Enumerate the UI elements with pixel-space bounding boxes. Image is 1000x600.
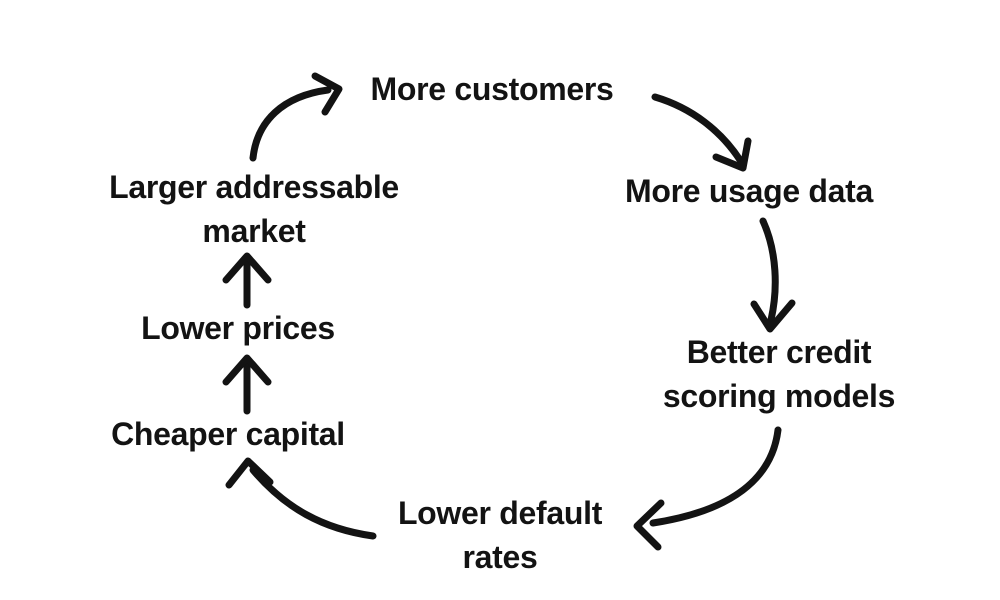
node-label: More customers: [370, 71, 614, 107]
node-lower-prices: Lower prices: [141, 306, 335, 350]
arrow-shaft: [649, 426, 782, 527]
arrow-lower-default-rates-to-cheaper-capital: [225, 457, 377, 540]
node-more-customers: More customers: [371, 67, 614, 111]
node-label: Lower default: [397, 495, 603, 531]
arrow-more-customers-to-more-usage-data: [651, 93, 752, 172]
arrow-shaft: [249, 86, 332, 162]
arrow-shaft: [651, 93, 744, 164]
arrowhead-icon: [222, 252, 272, 284]
node-more-usage-data: More usage data: [625, 169, 873, 213]
node-label: Cheaper capital: [111, 416, 345, 452]
node-label: Better credit: [686, 334, 872, 370]
node-label: More usage data: [624, 173, 874, 209]
arrowhead-icon: [712, 137, 752, 172]
node-larger-addressable-market: Larger addressable market: [109, 165, 399, 253]
node-cheaper-capital: Cheaper capital: [111, 412, 345, 456]
arrow-more-usage-data-to-better-credit-scoring-models: [750, 217, 796, 333]
arrowhead-icon: [311, 72, 343, 116]
arrow-shaft: [249, 466, 377, 540]
node-lower-default-rates: Lower default rates: [398, 491, 602, 579]
node-label: rates: [462, 539, 538, 575]
node-label: Lower prices: [141, 310, 335, 346]
node-better-credit-scoring-models: Better credit scoring models: [662, 330, 896, 418]
arrow-shaft: [759, 217, 779, 324]
arrow-cheaper-capital-to-lower-prices: [222, 354, 272, 415]
arrowhead-icon: [633, 499, 665, 551]
node-label: Larger addressable: [109, 169, 399, 205]
node-label: market: [202, 213, 306, 249]
arrowhead-icon: [225, 457, 274, 489]
arrow-better-credit-scoring-models-to-lower-default-rates: [633, 426, 782, 551]
arrow-lower-prices-to-larger-addressable-market: [222, 252, 272, 309]
arrow-larger-addressable-market-to-more-customers: [249, 72, 343, 162]
arrowhead-icon: [750, 299, 796, 333]
node-label: scoring models: [662, 378, 896, 414]
arrowhead-icon: [222, 354, 272, 386]
